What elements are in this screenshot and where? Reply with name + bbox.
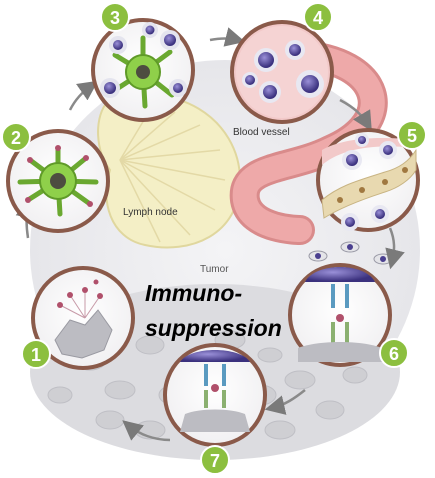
step-4-inset — [230, 20, 334, 124]
tumor-label: Tumor — [200, 264, 229, 275]
svg-text:1: 1 — [31, 345, 41, 365]
step-badge-7: 7 — [200, 445, 230, 475]
step-7-inset — [163, 343, 267, 447]
svg-text:2: 2 — [11, 128, 21, 148]
step-badge-2: 2 — [1, 122, 31, 152]
step-badge-6: 6 — [379, 338, 409, 368]
step-5-inset — [316, 128, 420, 232]
step-6-inset — [288, 263, 392, 367]
svg-text:3: 3 — [110, 8, 120, 28]
blood-vessel-label: Blood vessel — [233, 127, 290, 138]
svg-text:7: 7 — [210, 451, 220, 471]
blood-vessel: Blood vessel — [229, 40, 388, 245]
lymph-node-label: Lymph node — [123, 207, 178, 218]
step-badge-3: 3 — [100, 2, 130, 32]
migrating-t-cells — [308, 241, 393, 265]
svg-text:6: 6 — [389, 344, 399, 364]
step-2-inset — [6, 129, 110, 233]
step-badges: 1 2 3 4 5 6 7 — [1, 2, 427, 475]
overlay-line-2: suppression — [145, 315, 282, 341]
step-badge-1: 1 — [21, 339, 51, 369]
step-badge-4: 4 — [303, 2, 333, 32]
svg-text:4: 4 — [313, 8, 323, 28]
immunosuppression-overlay: Immuno- suppression — [145, 276, 282, 346]
step-3-inset — [91, 18, 195, 122]
step-1-inset — [31, 266, 135, 370]
overlay-line-1: Immuno- — [145, 280, 243, 306]
svg-text:5: 5 — [407, 126, 417, 146]
step-badge-5: 5 — [397, 120, 427, 150]
